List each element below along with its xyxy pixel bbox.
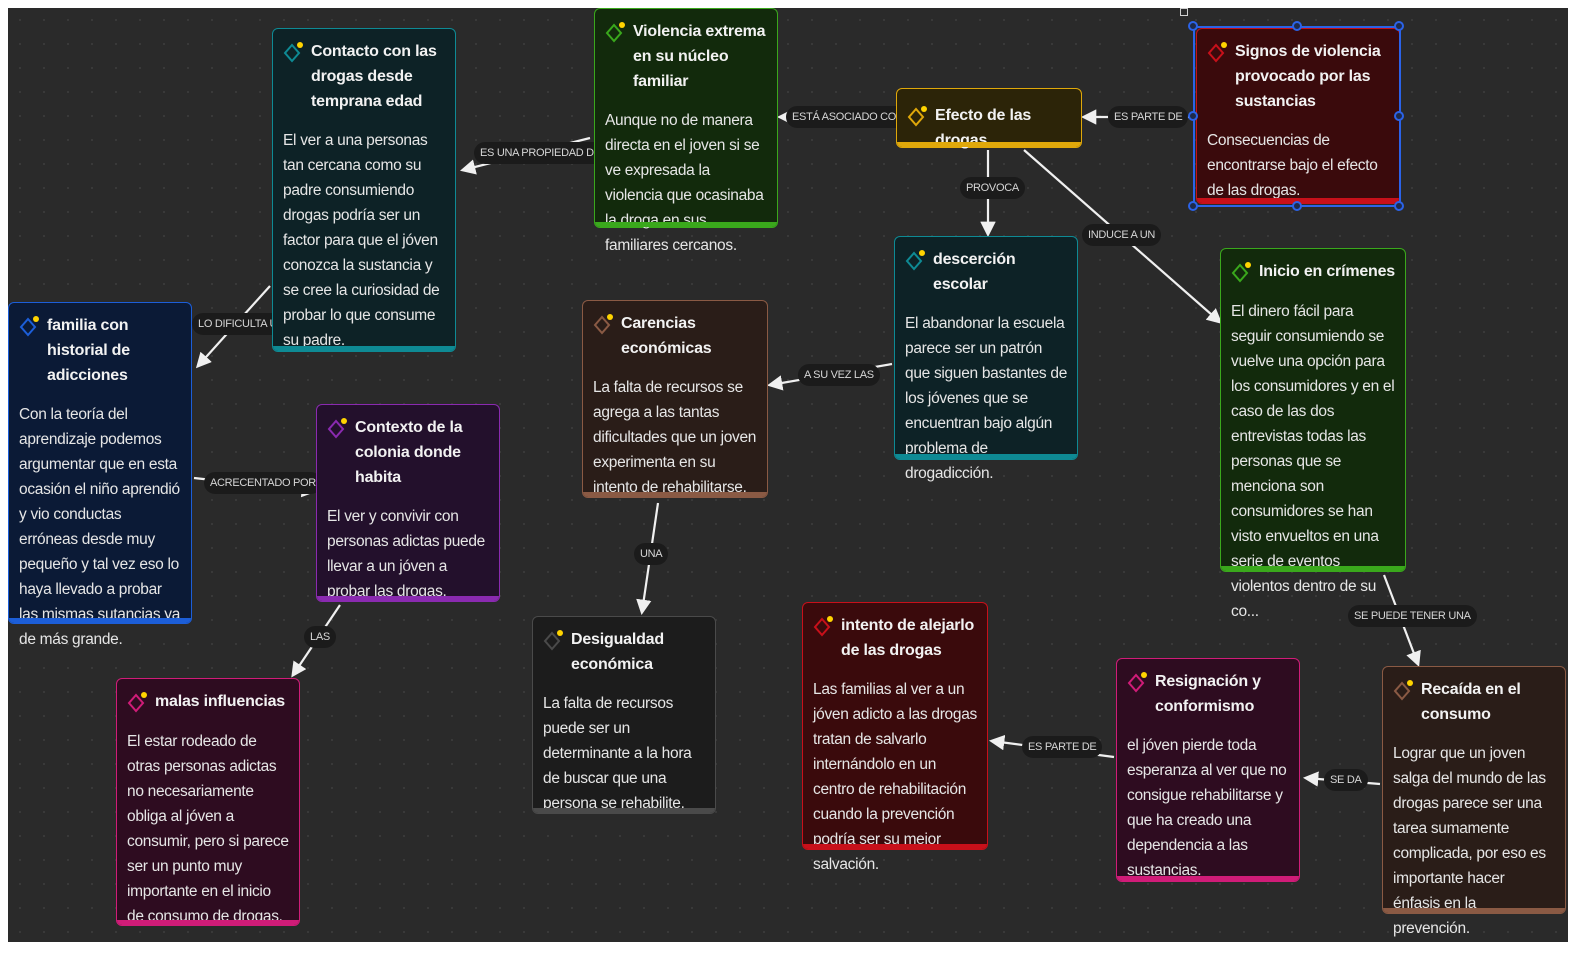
edge-label-induce-a-un[interactable]: INDUCE A UN: [1082, 224, 1161, 246]
diamond-icon: [1393, 679, 1421, 703]
node-body: el jóven pierde toda esperanza al ver qu…: [1127, 737, 1287, 879]
node-body: Con la teoría del aprendizaje podemos ar…: [19, 406, 181, 648]
node-recaida-consumo[interactable]: Recaída en el consumo Lograr que un jove…: [1382, 666, 1566, 937]
diamond-icon: [905, 249, 933, 273]
node-resignacion-conformismo[interactable]: Resignación y conformismo el jóven pierd…: [1116, 658, 1300, 882]
resize-handle-nw[interactable]: [1188, 21, 1198, 31]
diamond-icon: [907, 105, 935, 129]
node-title: descerción escolar: [933, 251, 1016, 293]
diamond-icon: [283, 41, 311, 65]
node-title: Violencia extrema en su núcleo familiar: [633, 23, 766, 90]
node-accent-bar: [803, 844, 987, 849]
node-body: El ver y convivir con personas adictas p…: [327, 508, 485, 600]
node-body: Las familias al ver a un jóven adicto a …: [813, 681, 977, 873]
node-accent-bar: [583, 492, 767, 497]
node-accent-bar: [595, 222, 777, 227]
node-inicio-crimenes[interactable]: Inicio en crímenes El dinero fácil para …: [1220, 248, 1406, 620]
edge-label-las[interactable]: LAS: [304, 626, 336, 648]
node-title: Signos de violencia provocado por las su…: [1235, 43, 1381, 110]
node-title: Recaída en el consumo: [1421, 681, 1521, 723]
diamond-icon: [605, 21, 633, 45]
resize-handle-n[interactable]: [1292, 21, 1302, 31]
edge-label-se-da[interactable]: SE DA: [1324, 769, 1368, 791]
resize-handle-s[interactable]: [1292, 201, 1302, 211]
node-body: Aunque no de manera directa en el joven …: [605, 112, 764, 254]
node-accent-bar: [1383, 908, 1565, 913]
node-title: Resignación y conformismo: [1155, 673, 1261, 715]
resize-handle-e[interactable]: [1394, 111, 1404, 121]
node-accent-bar: [1197, 198, 1399, 203]
node-title: Contacto con las drogas desde temprana e…: [311, 43, 437, 110]
edge-label-provoca[interactable]: PROVOCA: [960, 177, 1025, 199]
node-accent-bar: [1221, 566, 1405, 571]
edge-label-lo-dificulta-una[interactable]: LO DIFICULTA UNA: [192, 313, 298, 335]
node-body: Lograr que un joven salga del mundo de l…: [1393, 745, 1546, 937]
node-accent-bar: [1117, 876, 1299, 881]
node-contexto-colonia[interactable]: Contexto de la colonia donde habita El v…: [316, 404, 500, 602]
node-title: Desigualdad económica: [571, 631, 664, 673]
node-body: La falta de recursos se agrega a las tan…: [593, 379, 757, 496]
resize-handle-ne[interactable]: [1394, 21, 1404, 31]
node-body: El ver a una personas tan cercana como s…: [283, 132, 440, 349]
node-title: Contexto de la colonia donde habita: [355, 419, 463, 486]
edge-label-esta-asociado-con[interactable]: ESTÁ ASOCIADO CON: [786, 106, 910, 128]
node-accent-bar: [897, 142, 1081, 147]
diamond-icon: [813, 615, 841, 639]
edge-label-es-parte-de-2[interactable]: ES PARTE DE: [1022, 736, 1103, 758]
diamond-icon: [1231, 261, 1259, 285]
edge-label-se-puede-tener-una[interactable]: SE PUEDE TENER UNA: [1348, 605, 1477, 627]
node-efecto-drogas[interactable]: Efecto de las drogas: [896, 88, 1082, 149]
diamond-icon: [19, 315, 47, 339]
diamond-icon: [593, 313, 621, 337]
node-title: intento de alejarlo de las drogas: [841, 617, 975, 659]
resize-handle-se[interactable]: [1394, 201, 1404, 211]
node-accent-bar: [895, 454, 1077, 459]
diamond-icon: [543, 629, 571, 653]
node-accent-bar: [533, 808, 715, 813]
edge-label-una[interactable]: UNA: [634, 543, 669, 565]
edge-label-acrecentado-por[interactable]: ACRECENTADO POR: [204, 472, 322, 494]
node-title: Inicio en crímenes: [1259, 263, 1396, 280]
node-body: El abandonar la escuela parece ser un pa…: [905, 315, 1068, 482]
edge-label-es-parte-de[interactable]: ES PARTE DE: [1108, 106, 1189, 128]
edge-label-a-su-vez-las[interactable]: A SU VEZ LAS: [798, 364, 880, 386]
node-body: El dinero fácil para seguir consumiendo …: [1231, 303, 1395, 620]
node-accent-bar: [9, 618, 191, 623]
node-accent-bar: [317, 596, 499, 601]
rotate-handle[interactable]: [1180, 8, 1188, 16]
selection-box[interactable]: [1193, 26, 1401, 207]
node-signos-violencia[interactable]: Signos de violencia provocado por las su…: [1196, 28, 1400, 204]
node-violencia-familiar[interactable]: Violencia extrema en su núcleo familiar …: [594, 8, 778, 254]
node-accent-bar: [117, 920, 299, 925]
node-accent-bar: [273, 346, 455, 351]
node-intento-alejarlo[interactable]: intento de alejarlo de las drogas Las fa…: [802, 602, 988, 873]
node-carencias-economicas[interactable]: Carencias económicas La falta de recurso…: [582, 300, 768, 498]
node-desercion-escolar[interactable]: descerción escolar El abandonar la escue…: [894, 236, 1078, 482]
node-malas-influencias[interactable]: malas influencias El estar rodeado de ot…: [116, 678, 300, 926]
node-body: La falta de recursos puede ser un determ…: [543, 695, 692, 812]
edge-label-es-una-propiedad-de[interactable]: ES UNA PROPIEDAD DE: [474, 142, 607, 164]
resize-handle-w[interactable]: [1188, 111, 1198, 121]
node-title: Carencias económicas: [621, 315, 712, 357]
node-contacto-drogas[interactable]: Contacto con las drogas desde temprana e…: [272, 28, 456, 352]
mind-map-canvas[interactable]: ES UNA PROPIEDAD DE ESTÁ ASOCIADO CON ES…: [8, 8, 1568, 942]
node-familia-adicciones[interactable]: familia con historial de adicciones Con …: [8, 302, 192, 648]
node-body: Consecuencias de encontrarse bajo el efe…: [1207, 132, 1378, 199]
diamond-icon: [327, 417, 355, 441]
resize-handle-sw[interactable]: [1188, 201, 1198, 211]
diamond-icon: [1207, 41, 1235, 65]
node-title: familia con historial de adicciones: [47, 317, 130, 384]
node-title: malas influencias: [155, 693, 285, 710]
diamond-icon: [127, 691, 155, 715]
node-body: El estar rodeado de otras personas adict…: [127, 733, 289, 925]
node-desigualdad-economica[interactable]: Desigualdad económica La falta de recurs…: [532, 616, 716, 814]
diamond-icon: [1127, 671, 1155, 695]
